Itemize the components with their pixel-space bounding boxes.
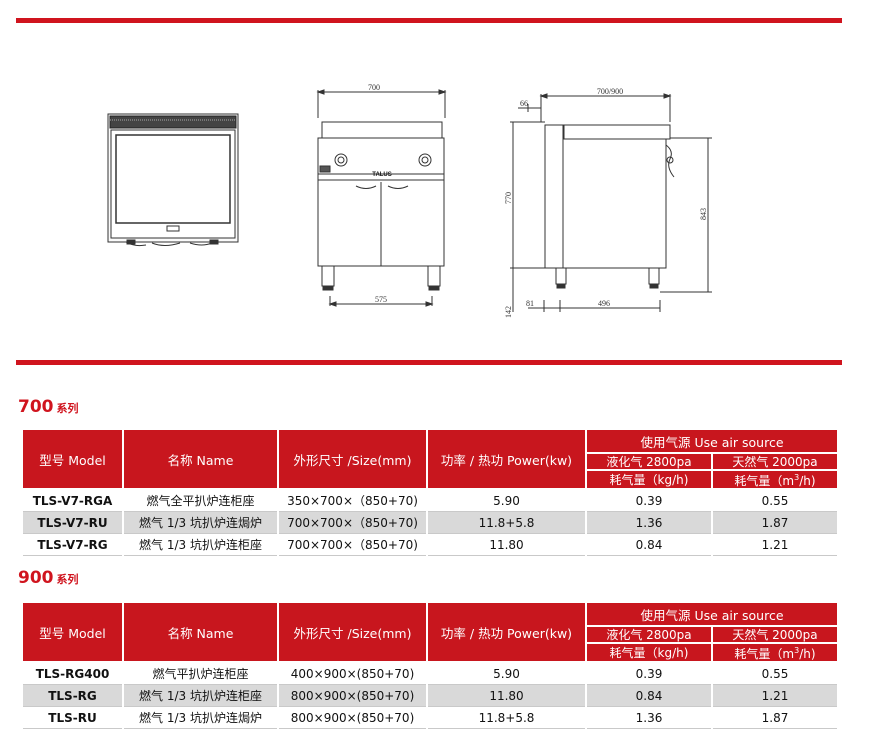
cell-size: 700×700×（850+70) <box>277 511 428 534</box>
cell-lpg: 0.39 <box>585 662 713 685</box>
header-air-source: 使用气源 Use air source <box>585 601 839 627</box>
cell-power: 11.80 <box>426 684 587 707</box>
series-900-number: 900 <box>18 568 54 588</box>
cell-lpg: 0.84 <box>585 533 713 556</box>
side-foot-height-label: 142 <box>504 306 513 318</box>
header-model: 型号 Model <box>21 428 124 490</box>
cell-model: TLS-RG400 <box>21 662 124 685</box>
table-row: TLS-V7-RG 燃气 1/3 坑扒炉连柜座 700×700×（850+70)… <box>21 533 839 556</box>
cell-ng: 1.87 <box>711 706 839 729</box>
series-900-table: 型号 Model 名称 Name 外形尺寸 /Size(mm) 功率 / 热功 … <box>21 601 839 729</box>
front-bottom-label: 575 <box>375 295 387 304</box>
table-row: TLS-RG400 燃气平扒炉连柜座 400×900×(850+70) 5.90… <box>21 662 839 685</box>
header-model: 型号 Model <box>21 601 124 663</box>
cell-power: 5.90 <box>426 662 587 685</box>
header-name: 名称 Name <box>122 601 279 663</box>
cell-ng: 0.55 <box>711 489 839 512</box>
header-size: 外形尺寸 /Size(mm) <box>277 428 428 490</box>
cell-ng: 1.21 <box>711 533 839 556</box>
cell-lpg: 0.84 <box>585 684 713 707</box>
front-width-label: 700 <box>368 83 380 92</box>
header-ng-unit: 耗气量（m3/h) <box>711 642 839 663</box>
cell-power: 11.8+5.8 <box>426 706 587 729</box>
side-total-height-label: 843 <box>699 208 708 220</box>
cell-name: 燃气全平扒炉连柜座 <box>122 489 279 512</box>
cell-lpg: 1.36 <box>585 511 713 534</box>
cell-power: 11.8+5.8 <box>426 511 587 534</box>
header-ng-unit: 耗气量（m3/h) <box>711 469 839 490</box>
top-red-rule <box>16 18 842 23</box>
table-row: TLS-V7-RGA 燃气全平扒炉连柜座 350×700×（850+70) 5.… <box>21 489 839 512</box>
side-depth-label: 700/900 <box>597 87 623 96</box>
cell-name: 燃气平扒炉连柜座 <box>122 662 279 685</box>
cell-model: TLS-RU <box>21 706 124 729</box>
header-ng-unit-suffix: /h) <box>799 474 816 488</box>
header-ng-unit-prefix: 耗气量（m <box>734 474 795 488</box>
cell-name: 燃气 1/3 坑扒炉连柜座 <box>122 533 279 556</box>
header-name: 名称 Name <box>122 428 279 490</box>
header-lpg: 液化气 2800pa <box>585 625 713 644</box>
cell-size: 350×700×（850+70) <box>277 489 428 512</box>
header-air-source: 使用气源 Use air source <box>585 428 839 454</box>
cell-model: TLS-V7-RGA <box>21 489 124 512</box>
header-lpg-unit: 耗气量（kg/h) <box>585 642 713 663</box>
cell-name: 燃气 1/3 坑扒炉连焗炉 <box>122 511 279 534</box>
cell-power: 11.80 <box>426 533 587 556</box>
cell-name: 燃气 1/3 坑扒炉连柜座 <box>122 684 279 707</box>
cell-model: TLS-V7-RG <box>21 533 124 556</box>
header-size: 外形尺寸 /Size(mm) <box>277 601 428 663</box>
cell-ng: 0.55 <box>711 662 839 685</box>
header-ng-unit-prefix: 耗气量（m <box>734 647 795 661</box>
cell-model: TLS-V7-RU <box>21 511 124 534</box>
side-view-drawing <box>510 93 712 312</box>
series-700-number: 700 <box>18 397 54 417</box>
header-power: 功率 / 热功 Power(kw) <box>426 428 587 490</box>
series-700-table: 型号 Model 名称 Name 外形尺寸 /Size(mm) 功率 / 热功 … <box>21 428 839 556</box>
middle-red-rule <box>16 360 842 365</box>
header-ng-unit-sup: 3 <box>794 473 800 482</box>
side-foot-offset-label: 81 <box>526 299 534 308</box>
cell-power: 5.90 <box>426 489 587 512</box>
side-foot-span-label: 496 <box>598 299 610 308</box>
cell-lpg: 1.36 <box>585 706 713 729</box>
table-row: TLS-V7-RU 燃气 1/3 坑扒炉连焗炉 700×700×（850+70)… <box>21 511 839 534</box>
cell-size: 800×900×(850+70) <box>277 684 428 707</box>
cell-size: 400×900×(850+70) <box>277 662 428 685</box>
cell-name: 燃气 1/3 坑扒炉连焗炉 <box>122 706 279 729</box>
table-row: TLS-RG 燃气 1/3 坑扒炉连柜座 800×900×(850+70) 11… <box>21 684 839 707</box>
side-top-offset-label: 66 <box>520 99 528 108</box>
technical-drawings: 700 TALUS 575 700/900 66 770 843 142 81 <box>107 83 712 318</box>
header-ng: 天然气 2000pa <box>711 452 839 471</box>
cell-ng: 1.21 <box>711 684 839 707</box>
top-view-drawing <box>107 113 239 247</box>
header-lpg: 液化气 2800pa <box>585 452 713 471</box>
cell-size: 700×700×（850+70) <box>277 533 428 556</box>
table-row: TLS-RU 燃气 1/3 坑扒炉连焗炉 800×900×(850+70) 11… <box>21 706 839 729</box>
header-ng: 天然气 2000pa <box>711 625 839 644</box>
series-900-suffix: 系列 <box>56 573 79 586</box>
series-700-suffix: 系列 <box>56 402 79 415</box>
header-lpg-unit: 耗气量（kg/h) <box>585 469 713 490</box>
cell-lpg: 0.39 <box>585 489 713 512</box>
cell-model: TLS-RG <box>21 684 124 707</box>
header-ng-unit-sup: 3 <box>794 646 800 655</box>
side-body-height-label: 770 <box>504 192 513 204</box>
header-ng-unit-suffix: /h) <box>799 647 816 661</box>
front-view-drawing <box>316 89 447 307</box>
cell-size: 800×900×(850+70) <box>277 706 428 729</box>
header-power: 功率 / 热功 Power(kw) <box>426 601 587 663</box>
front-brand-label: TALUS <box>372 172 392 178</box>
cell-ng: 1.87 <box>711 511 839 534</box>
